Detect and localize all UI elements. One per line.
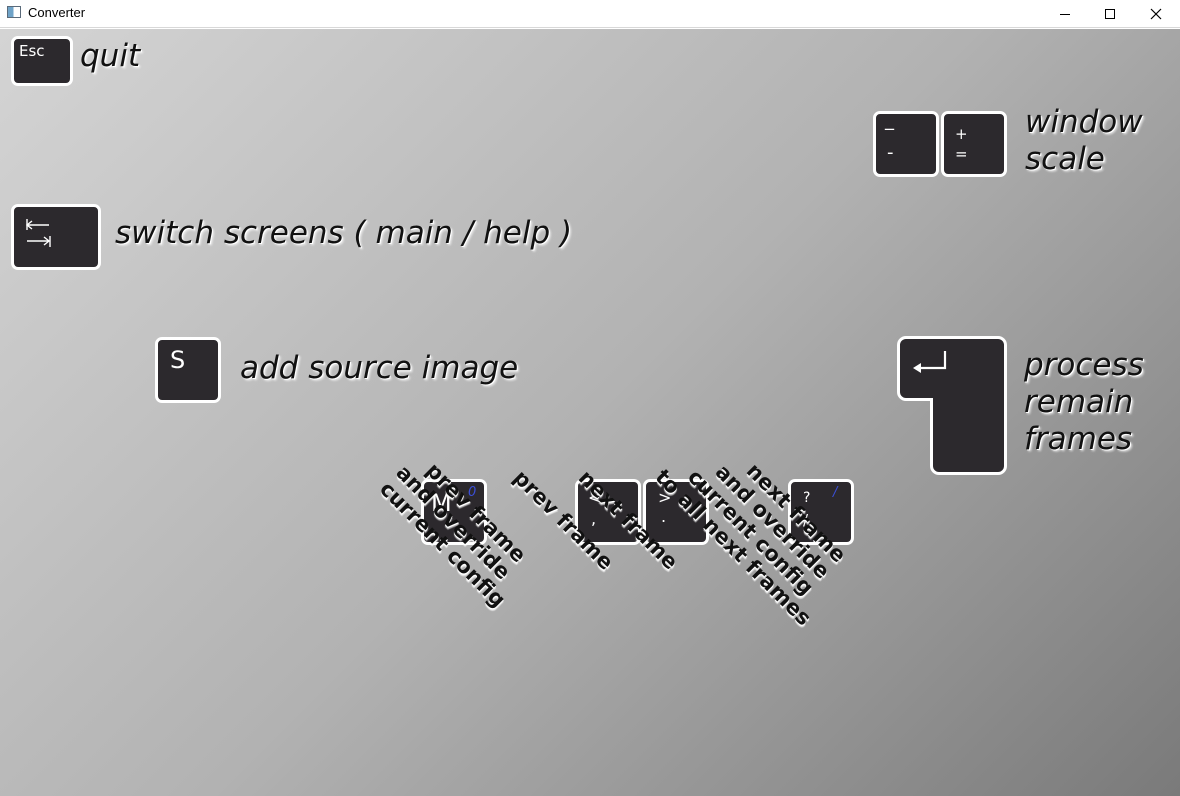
minus-key-bottom-label: - <box>887 142 894 163</box>
plus-key-bottom-label: = <box>955 145 968 163</box>
process-line-1: process <box>1024 347 1144 383</box>
enter-arrow-icon <box>913 351 947 373</box>
app-window-icon <box>7 6 21 18</box>
process-line-3: frames <box>1024 421 1133 457</box>
s-key-label: S <box>170 346 186 374</box>
minus-key: _ - <box>873 110 939 177</box>
comma-key-top-label: < <box>588 488 602 507</box>
slash-key-alt-label: / <box>833 485 838 500</box>
title-bar: Converter <box>0 0 1180 28</box>
tab-key <box>11 204 101 270</box>
window-title: Converter <box>28 5 86 20</box>
comma-key-bottom-label: , <box>591 509 597 528</box>
close-button[interactable] <box>1133 0 1179 28</box>
comma-key: < , <box>575 479 641 545</box>
slash-key-bottom-label: / <box>803 511 809 529</box>
slash-key: ? / / <box>788 479 854 545</box>
switch-screens-description: switch screens ( main / help ) <box>115 215 573 251</box>
slash-key-top-label: ? <box>803 490 811 506</box>
window-scale-line-2: scale <box>1025 141 1105 177</box>
minimize-icon <box>1060 14 1070 15</box>
m-key-alt-label: 0 <box>468 485 477 500</box>
m-key-description: prev frame and override current config <box>375 458 531 612</box>
esc-key-label: Esc <box>19 42 45 60</box>
close-icon <box>1150 8 1162 20</box>
process-remain-frames-description: process remain frames <box>1024 347 1144 458</box>
period-key-bottom-label: . <box>661 507 667 526</box>
plus-key-top-label: + <box>955 125 968 143</box>
help-screen: Esc quit _ - + = window scale switch scr… <box>0 29 1180 796</box>
maximize-button[interactable] <box>1087 0 1133 28</box>
tab-arrows-icon <box>25 219 51 247</box>
window-scale-line-1: window <box>1025 104 1143 140</box>
process-line-2: remain <box>1024 384 1134 420</box>
m-key-label: M <box>431 489 452 517</box>
minus-key-top-label: _ <box>885 110 894 131</box>
minimize-button[interactable] <box>1042 0 1088 28</box>
s-key: S <box>155 337 221 403</box>
period-key-top-label: > <box>658 488 672 507</box>
enter-key <box>897 336 1007 475</box>
window-scale-description: window scale <box>1025 104 1143 178</box>
period-key: > . <box>643 479 709 545</box>
quit-description: quit <box>80 38 141 74</box>
maximize-icon <box>1105 9 1115 19</box>
add-source-image-description: add source image <box>240 350 519 386</box>
esc-key: Esc <box>11 36 73 86</box>
plus-key: + = <box>941 111 1007 177</box>
m-key: M 0 <box>421 479 487 545</box>
